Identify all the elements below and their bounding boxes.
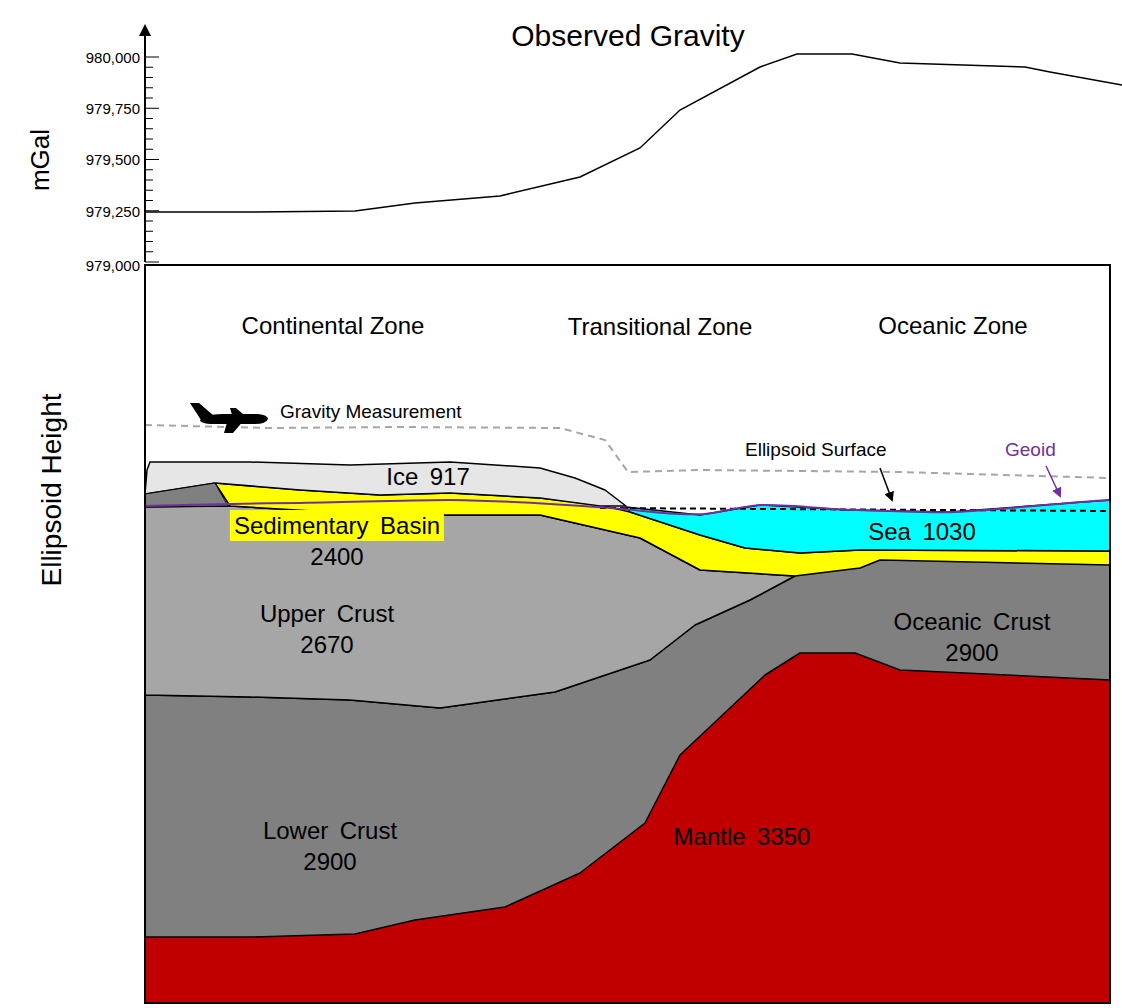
axis-tick — [145, 128, 153, 129]
axis-tick — [145, 149, 153, 150]
annotation-label: Transitional Zone — [568, 315, 753, 339]
section-frame — [145, 265, 1110, 1003]
axis-value: 979,750 — [86, 101, 140, 116]
axis-value: 980,000 — [86, 50, 140, 65]
layer-label: Lower Crust 2900 — [263, 815, 397, 877]
annotation-label: Ellipsoid Surface — [745, 440, 887, 459]
axis-tick — [145, 221, 153, 222]
axis-tick — [145, 241, 153, 242]
axis-tick — [145, 159, 159, 160]
axis-tick — [145, 169, 153, 170]
layer-label: Mantle 3350 — [674, 821, 811, 852]
axis-tick — [145, 77, 153, 78]
axis-tick — [145, 180, 153, 181]
axis-tick — [145, 262, 159, 263]
axis-value: 979,250 — [86, 204, 140, 219]
layer-label: Ice 917 — [386, 461, 470, 492]
leader-arrow — [1046, 466, 1060, 496]
axis-tick — [145, 108, 159, 109]
annotation-label: Ellipsoid Height — [38, 394, 66, 587]
axis-tick — [145, 139, 153, 140]
layer-label: Sedimentary Basin 2400 — [230, 510, 444, 572]
leader-arrow — [880, 468, 892, 500]
layer-shape — [626, 500, 1110, 553]
axis-tick — [145, 231, 153, 232]
annotation-label: Gravity Measurement — [280, 402, 462, 421]
axis-tick — [145, 190, 153, 191]
gravity-curve — [145, 54, 1122, 212]
axis-tick — [145, 118, 153, 119]
layer-label: Sea 1030 — [868, 516, 976, 547]
annotation-label: mGal — [27, 129, 53, 191]
axis-tick — [145, 210, 159, 211]
axis-tick — [145, 200, 153, 201]
axis-tick — [145, 67, 153, 68]
axis-tick — [145, 87, 153, 88]
axis-tick — [145, 251, 153, 252]
geoid-line — [145, 500, 1110, 514]
layer-polygon — [215, 483, 1110, 576]
gravity-axis — [139, 24, 159, 262]
axis-tick — [145, 57, 159, 58]
layer-label: Upper Crust 2670 — [260, 598, 394, 660]
layer-polygon — [145, 653, 1110, 1003]
axis-value: 979,500 — [86, 152, 140, 167]
layer-label: Oceanic Crust 2900 — [894, 606, 1051, 668]
annotation-label: Continental Zone — [242, 314, 425, 338]
chart-title: Observed Gravity — [511, 21, 744, 51]
annotation-label: Oceanic Zone — [878, 314, 1027, 338]
airplane-icon — [190, 403, 268, 433]
axis-tick — [145, 98, 153, 99]
layer-region: Sea 1030 — [626, 500, 1110, 553]
layer-polygon — [145, 462, 626, 506]
annotation-label: Geoid — [1005, 440, 1056, 459]
layer-polygon — [626, 500, 1110, 553]
axis-value: 979,000 — [86, 258, 140, 273]
